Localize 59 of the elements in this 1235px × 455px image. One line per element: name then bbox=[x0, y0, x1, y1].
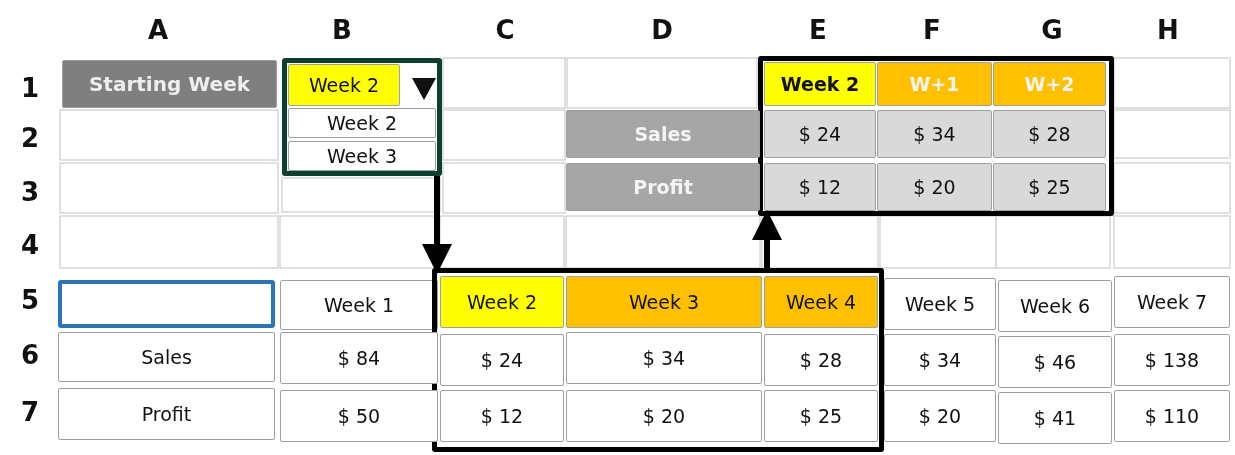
value-cell: $ 12 bbox=[764, 163, 876, 211]
row-number: 1 bbox=[20, 73, 40, 103]
row-number: 6 bbox=[20, 340, 40, 370]
data-cell: $ 20 bbox=[566, 390, 762, 442]
data-cell: Week 6 bbox=[998, 280, 1112, 332]
data-cell: $ 24 bbox=[440, 334, 564, 386]
header-cell: Starting Week bbox=[62, 60, 277, 108]
header-cell: Week 3 bbox=[566, 276, 762, 328]
dropdown-frame bbox=[282, 58, 442, 176]
header-cell: Sales bbox=[566, 110, 760, 158]
column-header: B bbox=[332, 15, 352, 45]
data-cell: $ 34 bbox=[566, 332, 762, 384]
value-cell: $ 34 bbox=[877, 110, 992, 158]
data-cell: $ 110 bbox=[1114, 390, 1230, 442]
value-cell: $ 24 bbox=[764, 110, 876, 158]
value-cell: $ 25 bbox=[993, 163, 1106, 211]
selected-cell bbox=[58, 280, 275, 328]
value-cell: $ 20 bbox=[877, 163, 992, 211]
row-number: 4 bbox=[20, 230, 40, 260]
selected-cell: Week 2 bbox=[288, 64, 400, 106]
column-header: H bbox=[1157, 15, 1179, 45]
column-header: C bbox=[495, 15, 515, 45]
header-cell: Week 4 bbox=[764, 276, 878, 328]
data-cell: Week 1 bbox=[280, 280, 438, 330]
header-cell: Week 2 bbox=[764, 62, 876, 106]
column-header: A bbox=[147, 15, 169, 45]
output-range-frame bbox=[758, 56, 1114, 216]
data-cell: $ 20 bbox=[884, 390, 996, 442]
data-cell: Week 7 bbox=[1114, 276, 1230, 328]
data-cell: $ 41 bbox=[998, 392, 1112, 444]
arrow bbox=[422, 176, 452, 274]
data-cell: $ 46 bbox=[998, 336, 1112, 388]
header-cell: Week 2 bbox=[440, 276, 564, 328]
row-number: 3 bbox=[20, 177, 40, 207]
data-cell: $ 25 bbox=[764, 390, 878, 442]
source-range-frame bbox=[432, 268, 884, 452]
row-number: 2 bbox=[20, 123, 40, 153]
arrow bbox=[752, 210, 782, 268]
data-cell: $ 28 bbox=[764, 334, 878, 386]
data-cell: $ 50 bbox=[280, 390, 438, 442]
data-cell: Profit bbox=[58, 388, 275, 440]
data-cell: $ 138 bbox=[1114, 334, 1230, 386]
header-cell: Profit bbox=[566, 163, 760, 211]
header-cell: W+1 bbox=[877, 62, 992, 106]
row-number: 5 bbox=[20, 285, 40, 315]
data-cell: Sales bbox=[58, 332, 275, 382]
column-header: E bbox=[809, 15, 827, 45]
dropdown-option: Week 3 bbox=[288, 141, 436, 171]
dropdown-option: Week 2 bbox=[288, 108, 436, 138]
column-header: G bbox=[1041, 15, 1063, 45]
column-header: D bbox=[651, 15, 673, 45]
data-cell: $ 34 bbox=[884, 334, 996, 386]
row-number: 7 bbox=[20, 397, 40, 427]
data-cell: Week 5 bbox=[884, 278, 996, 330]
data-cell: $ 84 bbox=[280, 332, 438, 384]
column-header: F bbox=[923, 15, 941, 45]
header-cell: W+2 bbox=[993, 62, 1106, 106]
value-cell: $ 28 bbox=[993, 110, 1106, 158]
data-cell: $ 12 bbox=[440, 390, 564, 442]
